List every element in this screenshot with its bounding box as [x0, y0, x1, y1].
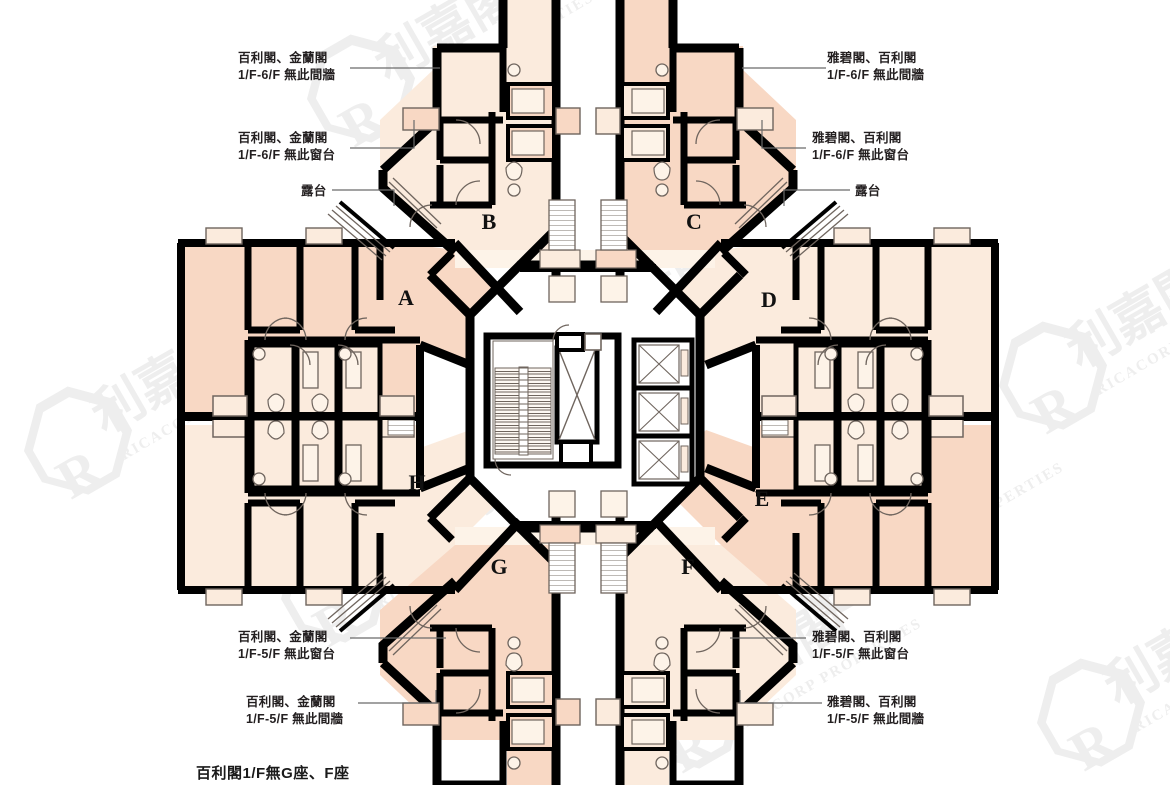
unit-label-e: E — [755, 486, 770, 511]
annotation-br-wall: 雅碧閣、百利閣 1/F-5/F 無此間牆 — [827, 694, 924, 728]
annotation-line1: 百利閣、金蘭閣 — [238, 131, 328, 145]
south-lobby — [520, 490, 656, 594]
lift-shaft — [554, 332, 602, 466]
annotation-tr-wall: 雅碧閣、百利閣 1/F-6/F 無此間牆 — [827, 50, 924, 84]
annotation-line1: 雅碧閣、百利閣 — [812, 131, 902, 145]
bottom-note: 百利閣1/F無G座、F座 — [196, 765, 350, 782]
annotation-line1: 露台 — [301, 184, 327, 198]
unit-label-g: G — [490, 554, 507, 579]
annotation-line2: 1/F-5/F 無此窗台 — [812, 647, 910, 661]
annotation-line1: 雅碧閣、百利閣 — [827, 695, 917, 709]
annotation-line2: 1/F-5/F 無此間牆 — [827, 712, 925, 726]
north-lobby — [520, 199, 656, 303]
annotation-line1: 百利閣、金蘭閣 — [238, 51, 328, 65]
unit-label-a: A — [398, 285, 414, 310]
annotation-tr-balcony: 露台 — [855, 183, 881, 200]
annotation-line1: 雅碧閣、百利閣 — [812, 630, 902, 644]
unit-h — [177, 395, 524, 633]
unit-d — [652, 200, 999, 438]
elevator-bank — [631, 337, 695, 487]
annotation-line2: 1/F-6/F 無此間牆 — [827, 68, 925, 82]
annotation-line1: 露台 — [855, 184, 881, 198]
unit-e — [652, 395, 999, 633]
annotation-line2: 1/F-6/F 無此窗台 — [812, 148, 910, 162]
annotation-line2: 1/F-5/F 無此間牆 — [246, 712, 344, 726]
unit-label-b: B — [482, 209, 497, 234]
annotation-tr-sill: 雅碧閣、百利閣 1/F-6/F 無此窗台 — [812, 130, 909, 164]
annotation-line1: 百利閣、金蘭閣 — [238, 630, 328, 644]
annotation-line1: 百利閣、金蘭閣 — [246, 695, 336, 709]
unit-label-c: C — [686, 209, 702, 234]
unit-label-f: F — [681, 554, 694, 579]
staircase — [492, 340, 554, 460]
annotation-line2: 1/F-6/F 無此窗台 — [238, 148, 336, 162]
annotation-bl-wall: 百利閣、金蘭閣 1/F-5/F 無此間牆 — [246, 694, 343, 728]
annotation-bl-sill: 百利閣、金蘭閣 1/F-5/F 無此窗台 — [238, 629, 335, 663]
unit-g — [378, 577, 581, 785]
unit-letters: A B C D E F G H — [398, 209, 777, 579]
unit-b — [378, 0, 581, 256]
unit-f — [595, 577, 798, 785]
annotation-tl-balcony: 露台 — [301, 183, 327, 200]
unit-label-d: D — [761, 287, 777, 312]
annotation-br-sill: 雅碧閣、百利閣 1/F-5/F 無此窗台 — [812, 629, 909, 663]
annotation-line1: 雅碧閣、百利閣 — [827, 51, 917, 65]
annotation-line2: 1/F-5/F 無此窗台 — [238, 647, 336, 661]
annotation-tl-wall: 百利閣、金蘭閣 1/F-6/F 無此間牆 — [238, 50, 335, 84]
unit-label-h: H — [408, 470, 425, 495]
annotation-tl-sill: 百利閣、金蘭閣 1/F-6/F 無此窗台 — [238, 130, 335, 164]
annotation-line2: 1/F-6/F 無此間牆 — [238, 68, 336, 82]
leader-lines — [332, 67, 850, 704]
architecture-layer — [177, 0, 999, 785]
corner-wall-stubs — [427, 250, 749, 543]
